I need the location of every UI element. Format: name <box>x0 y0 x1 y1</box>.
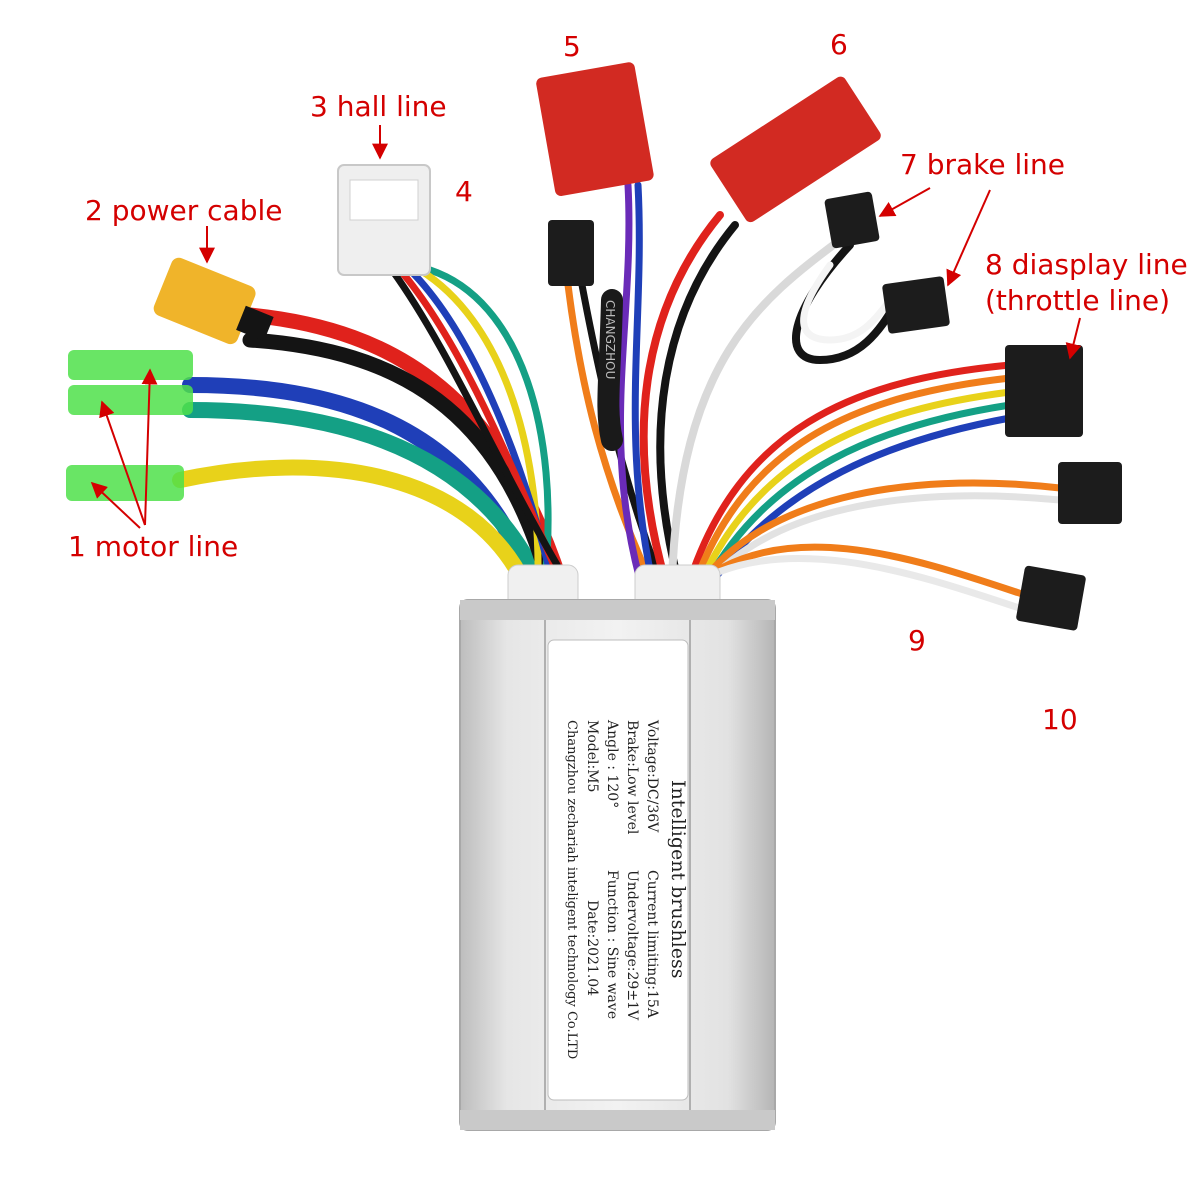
wire-5-blue <box>631 181 656 584</box>
arrow-motor-3 <box>90 481 141 529</box>
display-wire-red <box>686 361 1014 584</box>
controller-housing <box>459 564 776 1131</box>
connector-10 <box>1016 565 1086 631</box>
label-line-1-left: Voltage:DC/36V <box>644 719 660 833</box>
label-maker: Changzhou zechariah inteligent technolog… <box>564 720 579 1059</box>
motor-wire-green <box>182 402 548 593</box>
label-line-3-left: Angle : 120° <box>604 719 620 808</box>
wire-9-white <box>702 492 1064 589</box>
label-line-2-left: Brake:Low level <box>624 720 640 835</box>
label-title: Intelligent brushless <box>667 780 689 978</box>
spec-label <box>547 639 689 1101</box>
connector-9 <box>1058 462 1122 524</box>
hall-connector <box>337 164 431 276</box>
connector-5 <box>536 62 654 196</box>
motor-terminal-1 <box>68 350 193 380</box>
wire-10-white <box>680 554 1029 614</box>
wire-9-orange <box>696 479 1064 589</box>
display-connector <box>1005 345 1083 437</box>
annotation-arrows <box>90 125 1082 529</box>
brake-wire-white <box>668 236 844 584</box>
hall-wire-green <box>426 266 552 584</box>
wire-sleeve <box>597 289 623 451</box>
wire-6-black <box>656 221 739 584</box>
display-wire-yellow <box>698 388 1014 584</box>
sleeve-text: CHANGZHOU <box>603 300 617 379</box>
connector-6 <box>710 76 881 223</box>
arrow-motor-1 <box>99 400 146 526</box>
brake-connector-1 <box>824 191 880 249</box>
callout-throttle-line: (throttle line) <box>985 284 1170 317</box>
display-wire-green <box>704 401 1014 584</box>
power-wire-black <box>242 332 556 588</box>
label-line-4-left: Model:M5 <box>584 720 600 792</box>
callout-brake-line: 7 brake line <box>900 148 1066 181</box>
callout-4: 4 <box>455 175 473 208</box>
motor-terminal-2 <box>68 385 193 415</box>
label-line-2-right: Undervoltage:29±1V <box>624 870 640 1021</box>
callout-5: 5 <box>563 30 581 63</box>
display-wire-orange <box>692 374 1014 584</box>
arrow-display <box>1065 317 1082 360</box>
arrow-brake-1 <box>878 187 931 217</box>
motor-wire-yellow <box>172 459 533 593</box>
hall-wire-black <box>388 266 570 584</box>
connector-4 <box>548 220 594 286</box>
label-line-1-right: Current limiting:15A <box>644 870 660 1019</box>
wire-10-orange <box>686 543 1029 599</box>
label-line-4-right: Date:2021.04 <box>584 900 600 996</box>
brake-wire-white-2 <box>800 261 894 344</box>
brake-connector-2 <box>882 276 950 334</box>
callout-power-cable: 2 power cable <box>85 194 283 227</box>
callout-9: 9 <box>908 624 926 657</box>
arrow-motor-2 <box>141 368 158 526</box>
callout-hall-line: 3 hall line <box>310 90 447 123</box>
label-line-3-right: Function : Sine wave <box>604 870 620 1019</box>
wire-6-red <box>639 211 724 584</box>
power-connector <box>153 257 274 345</box>
wire-5-purple <box>616 181 644 584</box>
arrow-brake-2 <box>946 189 991 287</box>
spec-label-text: Intelligent brushless Voltage:DC/36V Cur… <box>564 719 689 1059</box>
callout-10: 10 <box>1042 703 1078 736</box>
callout-6: 6 <box>830 28 848 61</box>
wire-bundle <box>172 181 1064 614</box>
callout-motor-line: 1 motor line <box>68 530 239 563</box>
callout-display-line: 8 diasplay line <box>985 248 1188 281</box>
